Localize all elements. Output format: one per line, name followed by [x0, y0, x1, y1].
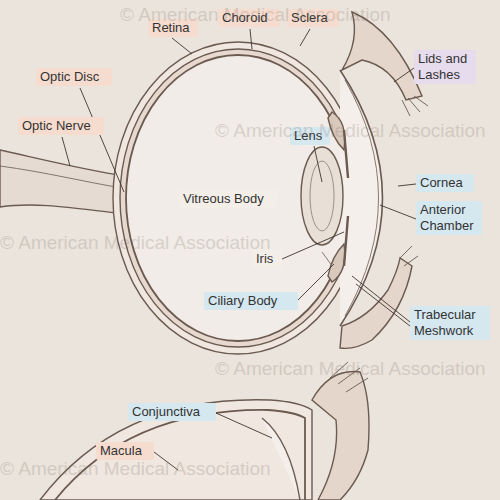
lens	[301, 147, 343, 245]
watermark: © American Medical Association	[0, 458, 271, 480]
ciliary-lower	[328, 244, 345, 282]
ciliary-upper	[328, 112, 345, 150]
leader-line	[62, 137, 70, 166]
part-label: Optic Nerve	[18, 117, 104, 135]
lower-globe	[40, 400, 312, 500]
watermark: © American Medical Association	[0, 232, 271, 254]
part-label: Choroid	[218, 9, 280, 27]
label-text: Lids and Lashes	[418, 51, 472, 83]
part-label: Vitreous Body	[179, 190, 277, 208]
label-text: Optic Disc	[40, 69, 108, 85]
lower-lids	[312, 372, 369, 500]
part-label: Lids and Lashes	[414, 50, 476, 84]
label-text: Sclera	[291, 10, 335, 26]
part-label: Sclera	[287, 9, 339, 27]
label-text: Choroid	[222, 10, 276, 26]
leader-line	[394, 68, 414, 82]
leader-line	[300, 29, 310, 46]
upper-lid	[342, 12, 422, 100]
watermark: © American Medical Association	[215, 358, 486, 380]
leader-line	[216, 413, 272, 438]
label-text: Cornea	[420, 175, 470, 191]
leader-line	[380, 205, 416, 219]
sclera	[113, 42, 363, 354]
choroid	[120, 49, 356, 347]
watermark: © American Medical Association	[215, 120, 486, 142]
leader-line	[80, 88, 124, 192]
leader-line	[314, 146, 322, 182]
part-label: Macula	[96, 442, 154, 460]
upper-lashes	[402, 96, 428, 116]
leader-lines	[62, 29, 416, 470]
lower-lashes	[400, 246, 418, 266]
leader-line	[298, 264, 334, 300]
nerve-fiber	[0, 166, 122, 188]
part-label: Conjunctiva	[128, 403, 216, 421]
part-label: Lens	[290, 127, 330, 145]
leader-line	[172, 38, 192, 54]
label-text: Trabecular Meshwork	[414, 307, 486, 339]
lower-lid	[340, 258, 412, 348]
part-label: Iris	[252, 250, 282, 268]
label-text: Ciliary Body	[208, 293, 294, 309]
label-text: Macula	[100, 443, 150, 459]
iris	[344, 130, 348, 266]
leader-line	[352, 276, 410, 326]
cornea-inner	[345, 80, 379, 316]
label-text: Conjunctiva	[132, 404, 212, 420]
part-label: Anterior Chamber	[416, 201, 482, 235]
part-label: Ciliary Body	[204, 292, 298, 310]
optic-nerve	[0, 150, 125, 214]
part-label: Optic Disc	[36, 68, 112, 86]
part-label: Cornea	[416, 174, 474, 192]
lens-nucleus	[310, 161, 334, 231]
label-text: Retina	[152, 20, 194, 36]
leader-line	[154, 452, 178, 470]
upper-eye	[0, 12, 428, 354]
label-text: Vitreous Body	[183, 191, 273, 207]
lower-retina	[55, 410, 305, 500]
label-text: Optic Nerve	[22, 118, 100, 134]
label-text: Anterior Chamber	[420, 202, 478, 234]
label-text: Lens	[294, 128, 326, 144]
part-label: Retina	[148, 19, 198, 37]
part-label: Trabecular Meshwork	[410, 306, 490, 340]
leader-line	[282, 232, 344, 259]
retina-vitreous	[126, 55, 350, 341]
lower-conjunctiva	[262, 418, 300, 500]
lower-eye-lashes	[330, 362, 368, 392]
leader-line	[398, 184, 416, 186]
lower-eye	[40, 362, 369, 500]
leader-line	[250, 29, 252, 49]
watermark: © American Medical Association	[120, 4, 391, 26]
label-text: Iris	[256, 251, 278, 267]
